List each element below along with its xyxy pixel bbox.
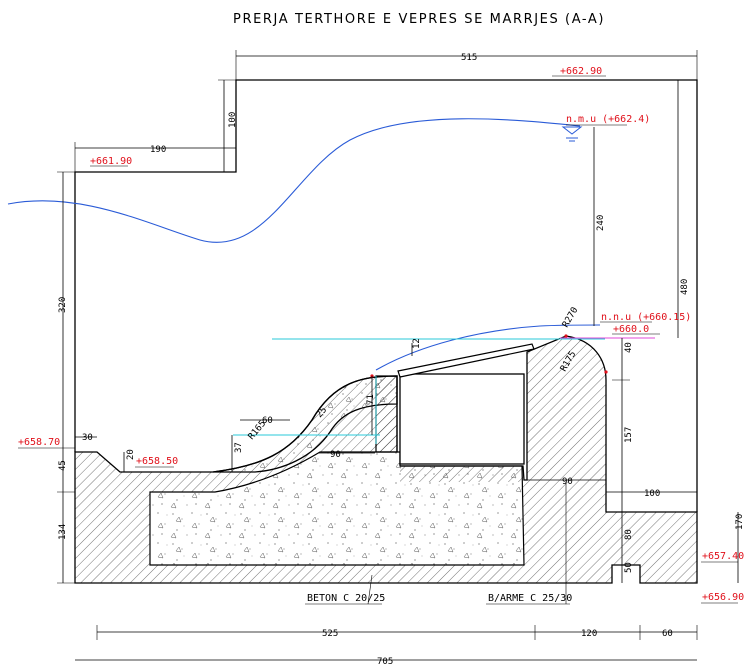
dim-525: 525 — [322, 629, 338, 639]
dim-60-bottom: 60 — [662, 629, 673, 639]
dim-20: 20 — [126, 449, 136, 460]
dim-12: 12 — [412, 338, 422, 349]
dim-157: 157 — [624, 427, 634, 443]
dim-71: 71 — [366, 394, 376, 405]
label-barme: B/ARME C 25/30 — [488, 593, 572, 604]
elev-661-90: +661.90 — [90, 156, 132, 167]
dim-120: 120 — [581, 629, 597, 639]
gallery-opening — [399, 373, 525, 465]
dim-50: 50 — [624, 562, 634, 573]
elev-656-90: +656.90 — [702, 592, 744, 603]
dim-134: 134 — [58, 524, 68, 540]
dim-40: 40 — [624, 342, 634, 353]
dim-320: 320 — [58, 297, 68, 313]
dim-60-mid: 60 — [262, 416, 273, 426]
elev-658-70: +658.70 — [18, 437, 60, 448]
elev-658-50: +658.50 — [136, 456, 178, 467]
dim-90-mid: 90 — [330, 450, 341, 460]
dim-705: 705 — [377, 657, 393, 667]
water-surface-upper — [7, 118, 581, 243]
water-level-marker — [561, 126, 583, 142]
dim-37: 37 — [234, 442, 244, 453]
dim-480: 480 — [680, 279, 690, 295]
drawing-title: PRERJA TERTHORE E VEPRES SE MARRJES (A-A… — [233, 12, 605, 27]
dim-r270: R270 — [561, 306, 581, 330]
dim-190: 190 — [150, 145, 166, 155]
dim-240: 240 — [596, 215, 606, 231]
dim-90-right: 90 — [562, 477, 573, 487]
elev-660-0: +660.0 — [613, 324, 649, 335]
elev-nmu-lower: n.n.u (+660.15) — [601, 312, 691, 323]
dim-515: 515 — [461, 53, 477, 63]
plain-concrete-pattern — [149, 451, 525, 566]
dim-100-top: 100 — [228, 112, 238, 128]
label-beton: BETON C 20/25 — [307, 593, 385, 604]
elev-657-40: +657.40 — [702, 551, 744, 562]
inner-wall — [375, 375, 398, 453]
dim-100-right: 100 — [644, 489, 660, 499]
dimension-lines — [18, 50, 739, 661]
water-surface-lower — [375, 324, 601, 371]
dim-45: 45 — [58, 460, 68, 471]
elev-662-90: +662.90 — [560, 66, 602, 77]
red-point-2 — [604, 370, 608, 374]
dim-80: 80 — [624, 529, 634, 540]
chamber-outline — [74, 79, 698, 512]
elev-nmu-upper: n.m.u (+662.4) — [566, 114, 650, 125]
inclined-grate — [397, 343, 535, 378]
dim-170: 170 — [735, 514, 745, 530]
red-point-1 — [564, 334, 568, 338]
dim-30: 30 — [82, 433, 93, 443]
